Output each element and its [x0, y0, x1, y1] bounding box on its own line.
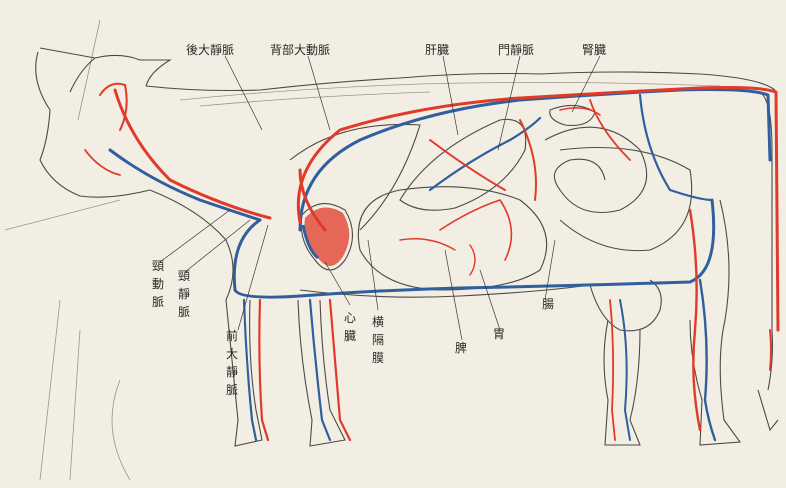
svg-text:頸: 頸: [178, 269, 190, 283]
intestine-coils: [545, 127, 647, 212]
arteries: [85, 84, 778, 440]
heart-fill: [303, 208, 349, 266]
cow-outline: [36, 48, 778, 446]
label-portal-vein: 門靜脈: [498, 43, 534, 57]
label-stomach: 胃: [493, 327, 505, 341]
label-posterior-vena-cava: 後大靜脈: [186, 43, 234, 57]
hind-leg-artery: [690, 210, 700, 430]
hind-leg-vein: [700, 280, 715, 440]
label-intestine: 腸: [542, 297, 554, 311]
svg-text:動: 動: [152, 277, 164, 291]
svg-text:前: 前: [226, 328, 238, 343]
stomach-outline: [358, 187, 546, 290]
svg-text:頸: 頸: [152, 259, 164, 273]
svg-text:脈: 脈: [178, 305, 190, 319]
liver-outline: [400, 119, 526, 210]
svg-text:膜: 膜: [372, 351, 384, 365]
label-dorsal-aorta: 背部大動脈: [270, 42, 330, 57]
rumen-outline: [560, 148, 692, 251]
label-liver: 肝臓: [425, 43, 449, 57]
pencil-sketch-lines: [5, 20, 130, 480]
label-carotid-artery: 頸 動 脈: [152, 259, 164, 309]
foreleg-vein-2: [310, 300, 330, 440]
svg-text:大: 大: [226, 347, 238, 361]
svg-text:靜: 靜: [178, 287, 190, 301]
veins: [110, 90, 770, 440]
svg-text:隔: 隔: [372, 333, 384, 347]
label-diaphragm: 横 隔 膜: [372, 315, 384, 365]
svg-text:心: 心: [344, 311, 356, 325]
svg-text:臓: 臓: [344, 329, 356, 343]
label-spleen: 脾: [455, 340, 467, 355]
svg-text:脈: 脈: [152, 295, 164, 309]
svg-text:脈: 脈: [226, 383, 238, 397]
label-jugular-vein: 頸 靜 脈: [178, 269, 190, 319]
organ-outlines: [180, 82, 720, 290]
foreleg-artery: [259, 300, 268, 440]
svg-text:横: 横: [372, 315, 384, 329]
label-heart: 心 臓: [344, 311, 356, 343]
dorsal-aorta: [298, 88, 778, 331]
anterior-vena-cava: [234, 200, 713, 297]
svg-text:靜: 靜: [226, 365, 238, 379]
posterior-vena-cava: [300, 90, 770, 230]
carotid-artery: [115, 90, 270, 218]
label-kidney: 腎臓: [582, 43, 606, 57]
